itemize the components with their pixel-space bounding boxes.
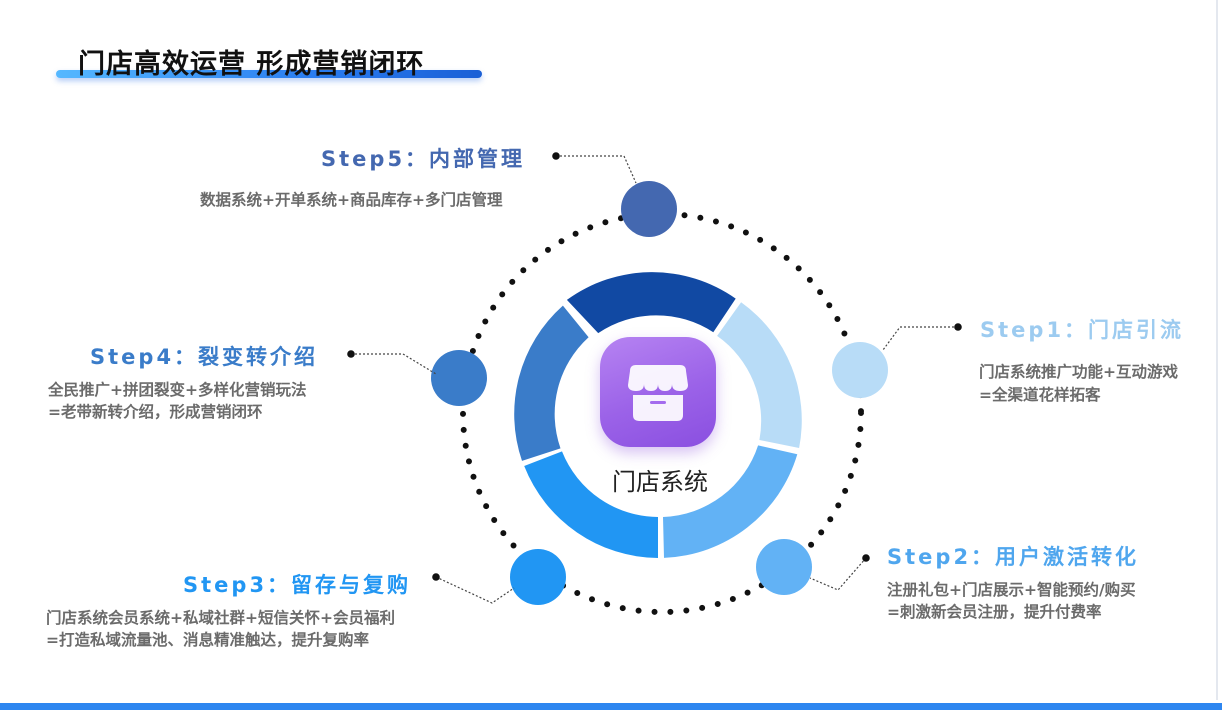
right-edge-divider (1216, 0, 1218, 700)
step4-connector-dot (347, 350, 355, 358)
step4-desc-line1: 全民推广+拼团裂变+多样化营销玩法 (48, 381, 307, 399)
title-underline (56, 70, 482, 78)
bottom-accent-line (0, 703, 1222, 710)
donut-segment-step4 (514, 305, 589, 461)
store-icon (628, 365, 688, 421)
step1-node (832, 342, 888, 398)
step2-title: Step2：用户激活转化 (887, 545, 1140, 569)
step4-desc-line2: =老带新转介绍，形成营销闭环 (48, 403, 263, 421)
step4-node (431, 350, 487, 406)
step5-desc-line1: 数据系统+开单系统+商品库存+多门店管理 (200, 191, 503, 209)
donut-segment-step2 (663, 445, 798, 558)
dotted-ring (460, 211, 864, 615)
donut-segment-top (566, 272, 736, 334)
step5-connector (556, 155, 637, 184)
step2-node (756, 539, 812, 595)
step2-desc-line1: 注册礼包+门店展示+智能预约/购买 (887, 581, 1136, 599)
step1-title: Step1：门店引流 (980, 318, 1185, 342)
page-title-block: 门店高效运营 形成营销闭环 (56, 40, 486, 80)
step3-connector-dot (432, 573, 440, 581)
step3-connector (435, 576, 515, 604)
donut-segment-step3 (524, 451, 658, 558)
step4-title: Step4：裂变转介绍 (90, 345, 319, 369)
step1-connector (882, 326, 958, 351)
step5-node (621, 181, 677, 237)
donut-segment-step1 (717, 302, 802, 448)
step3-title: Step3：留存与复购 (183, 573, 412, 597)
step1-desc-line1: 门店系统推广功能+互动游戏 (979, 363, 1178, 381)
store-app-icon (600, 337, 716, 447)
page-title: 门店高效运营 形成营销闭环 (78, 49, 425, 80)
step1-desc-line2: =全渠道花样拓客 (979, 386, 1101, 404)
step2-connector (809, 557, 867, 591)
center-label: 门店系统 (612, 468, 708, 496)
step4-connector (351, 353, 437, 375)
step1-connector-dot (954, 323, 962, 331)
step2-connector-dot (862, 554, 870, 562)
step2-desc-line2: =刺激新会员注册，提升付费率 (887, 603, 1102, 621)
step3-desc-line1: 门店系统会员系统+私域社群+短信关怀+会员福利 (46, 609, 395, 627)
step5-connector-dot (552, 152, 560, 160)
step3-desc-line2: =打造私域流量池、消息精准触达，提升复购率 (46, 631, 369, 649)
step3-node (510, 549, 566, 605)
step5-title: Step5：内部管理 (321, 147, 526, 171)
